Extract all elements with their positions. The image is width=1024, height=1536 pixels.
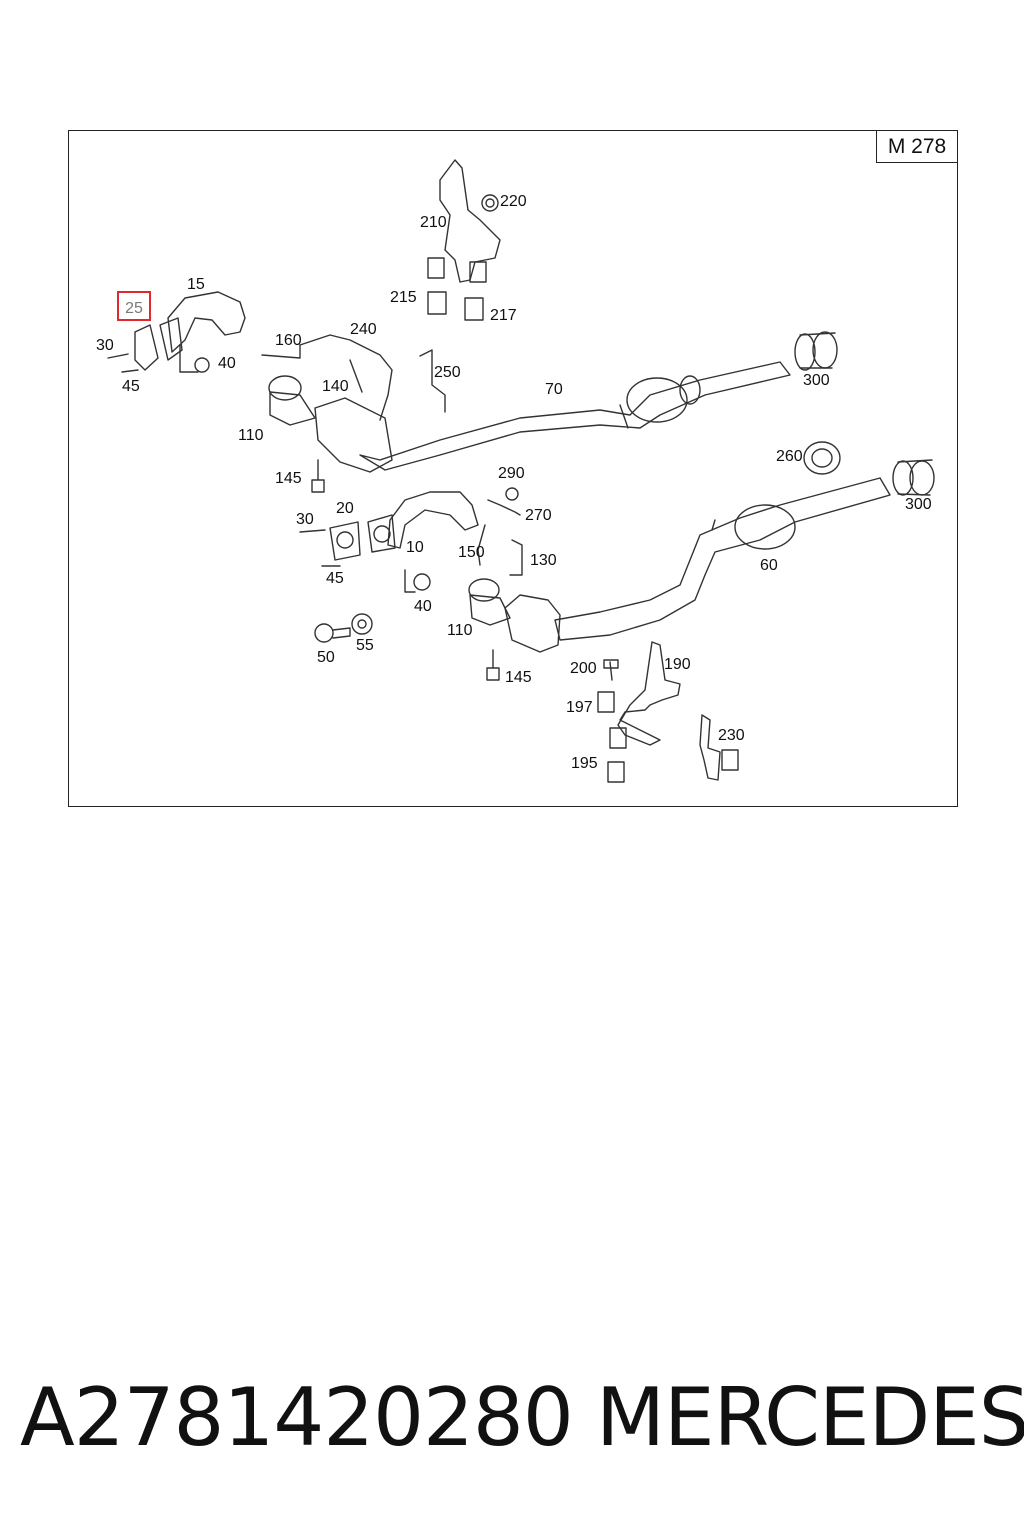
callout-110-upper[interactable]: 110 xyxy=(238,427,264,444)
bracket-190 xyxy=(597,641,681,783)
callout-195[interactable]: 195 xyxy=(571,755,598,772)
catalytic-converter-upper xyxy=(268,375,393,473)
rubber-mount-260 xyxy=(803,441,841,475)
callout-45-lower[interactable]: 45 xyxy=(326,570,344,587)
manifold-pipe-10 xyxy=(299,491,479,593)
part-number: A2781420280 xyxy=(20,1371,574,1464)
callout-20[interactable]: 20 xyxy=(336,500,354,517)
brand-name: MERCEDES xyxy=(596,1371,1024,1464)
sensor-cable-upper xyxy=(261,334,446,421)
callout-50[interactable]: 50 xyxy=(317,649,335,666)
callout-145-lower[interactable]: 145 xyxy=(505,669,532,686)
bolt-145-upper xyxy=(311,459,325,493)
clamp-300-lower xyxy=(892,459,935,496)
manifold-pipe-15 xyxy=(107,291,246,373)
callout-200[interactable]: 200 xyxy=(570,660,597,677)
catalytic-converter-lower xyxy=(468,578,561,653)
exhaust-diagram-frame xyxy=(68,130,958,807)
callout-270[interactable]: 270 xyxy=(525,507,552,524)
callout-250[interactable]: 250 xyxy=(434,364,461,381)
callout-150[interactable]: 150 xyxy=(458,544,485,561)
callout-110-lower[interactable]: 110 xyxy=(447,622,473,639)
callout-70[interactable]: 70 xyxy=(545,381,563,398)
sensor-cable-lower xyxy=(477,487,523,576)
callout-10[interactable]: 10 xyxy=(406,539,424,556)
callout-230[interactable]: 230 xyxy=(718,727,745,744)
callout-210[interactable]: 210 xyxy=(420,214,447,231)
callout-30-lower[interactable]: 30 xyxy=(296,511,314,528)
callout-30[interactable]: 30 xyxy=(96,337,114,354)
bolt-50 xyxy=(314,623,351,643)
callout-130[interactable]: 130 xyxy=(530,552,557,569)
callout-290[interactable]: 290 xyxy=(498,465,525,482)
callout-45[interactable]: 45 xyxy=(122,378,140,395)
callout-40[interactable]: 40 xyxy=(218,355,236,372)
callout-160[interactable]: 160 xyxy=(275,332,302,349)
bolt-145-lower xyxy=(486,649,500,681)
callout-197[interactable]: 197 xyxy=(566,699,593,716)
callout-220[interactable]: 220 xyxy=(500,193,527,210)
callout-300-lower[interactable]: 300 xyxy=(905,496,932,513)
callout-260[interactable]: 260 xyxy=(776,448,803,465)
callout-60[interactable]: 60 xyxy=(760,557,778,574)
clamp-300-upper xyxy=(794,331,838,371)
callout-217[interactable]: 217 xyxy=(490,307,517,324)
callout-300-upper[interactable]: 300 xyxy=(803,372,830,389)
bracket-230 xyxy=(699,714,739,781)
callout-240[interactable]: 240 xyxy=(350,321,377,338)
callout-40-lower[interactable]: 40 xyxy=(414,598,432,615)
callout-215[interactable]: 215 xyxy=(390,289,417,306)
callout-55[interactable]: 55 xyxy=(356,637,374,654)
callout-15[interactable]: 15 xyxy=(187,276,205,293)
exhaust-pipe-60 xyxy=(554,477,891,641)
bracket-210 xyxy=(427,159,501,321)
exhaust-system-drawing xyxy=(107,159,935,783)
callout-25-highlighted[interactable]: 25 xyxy=(117,291,151,321)
nut-55 xyxy=(351,613,373,635)
callout-145-upper[interactable]: 145 xyxy=(275,470,302,487)
exhaust-pipe-70 xyxy=(359,361,791,471)
model-label: M 278 xyxy=(876,130,958,163)
callout-190[interactable]: 190 xyxy=(664,656,691,673)
callout-140[interactable]: 140 xyxy=(322,378,349,395)
